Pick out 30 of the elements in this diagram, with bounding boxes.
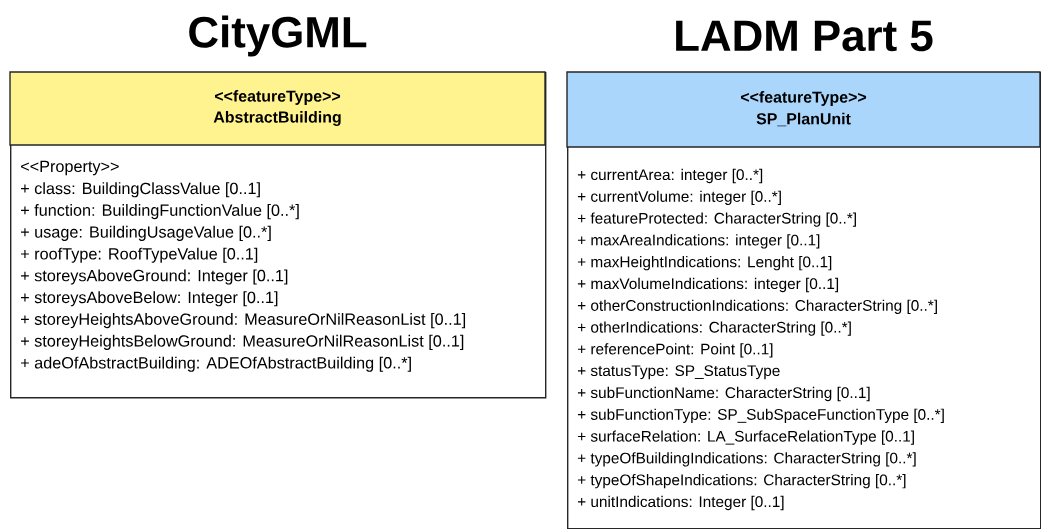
attribute-text: + currentVolume: integer [0..*]	[577, 190, 781, 205]
attribute-text: + adeOfAbstractBuilding: ADEOfAbstractBuilding [0..*]	[21, 356, 411, 372]
attribute-text: + typeOfShapeIndications: CharacterString [0..*]	[577, 474, 906, 489]
attribute-text: + class: BuildingClassValue [0..1]	[21, 182, 260, 198]
attribute-text: + referencePoint: Point [0..1]	[577, 343, 773, 358]
attribute-text: + unitIndications: Integer [0..1]	[577, 495, 784, 511]
attribute-text: + typeOfBuildingIndications: CharacterString [0..*]	[577, 452, 916, 467]
class-header: <<featureType>> SP_PlanUnit	[566, 71, 1041, 148]
attribute-text: + storeyHeightsBelowGround: MeasureOrNilReasonList [0..1]	[21, 334, 464, 350]
attribute-text: + maxAreaIndications: integer [0..1]	[577, 234, 820, 249]
attribute-text: + subFunctionName: CharacterString [0..1]	[577, 386, 870, 402]
attribute-text: + storeysAboveGround: Integer [0..1]	[21, 269, 288, 285]
attribute-text: + maxVolumeIndications: integer [0..1]	[577, 277, 839, 293]
attribute-text: + storeyHeightsAboveGround: MeasureOrNilReasonList [0..1]	[21, 313, 466, 329]
attribute-text: + function: BuildingFunctionValue [0..*]	[21, 204, 299, 220]
attribute-text: <<Property>>	[21, 160, 119, 176]
attribute-text: + maxHeightIndications: Lenght [0..1]	[577, 256, 832, 271]
attribute-text: + storeysAboveBelow: Integer [0..1]	[21, 291, 278, 307]
attribute-text: + currentArea: integer [0..*]	[577, 168, 763, 184]
attribute-text: + otherIndications: CharacterString [0..*]	[577, 321, 851, 336]
attribute-text: + surfaceRelation: LA_SurfaceRelationType [0..1]	[577, 430, 914, 445]
attribute-text: + subFunctionType: SP_SubSpaceFunctionType [0..*]	[577, 408, 944, 423]
attribute-text: + roofType: RoofTypeValue [0..1]	[21, 247, 258, 263]
attribute-text: + featureProtected: CharacterString [0..*]	[577, 212, 856, 227]
attribute-text: + otherConstructionIndications: CharacterString [0..*]	[577, 299, 937, 314]
attribute-text: + usage: BuildingUsageValue [0..*]	[21, 225, 271, 241]
attribute-text: + statusType: SP_StatusType	[577, 365, 780, 380]
class-heading: LADM Part 5	[676, 20, 933, 52]
class-header: <<featureType>> AbstractBuilding	[9, 71, 546, 146]
class-heading: CityGML	[189, 15, 367, 57]
